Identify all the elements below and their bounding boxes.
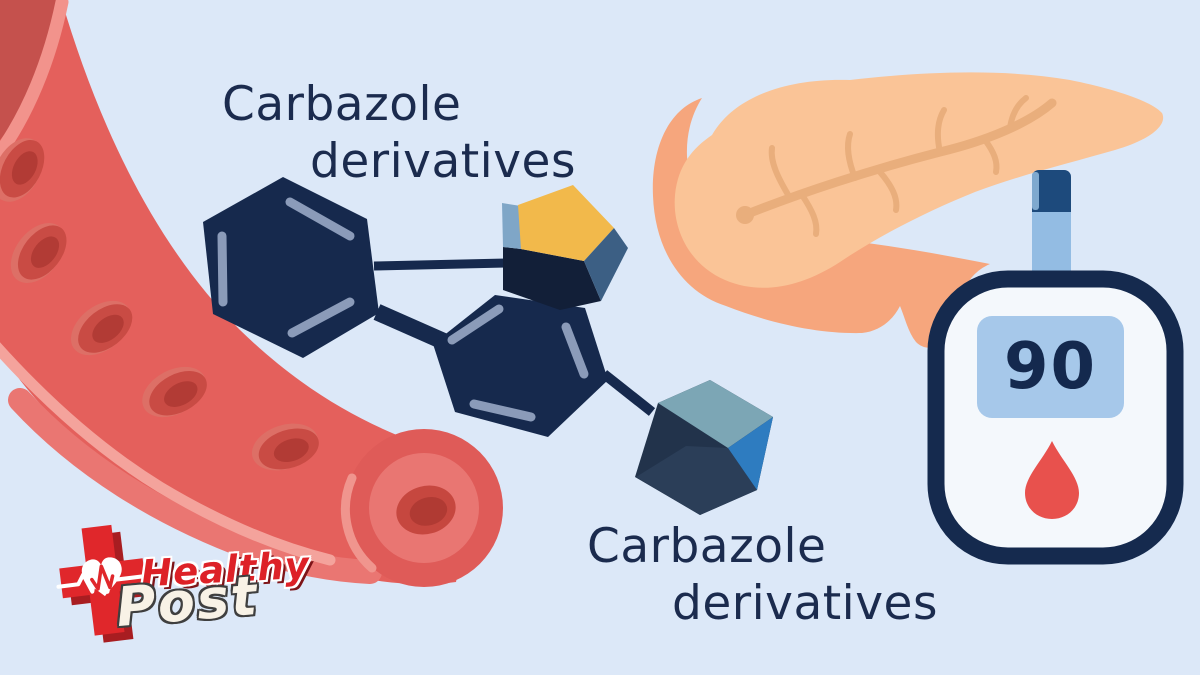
pyrrole-ring-gem (502, 185, 628, 310)
glucose-reading: 90 (1003, 330, 1098, 404)
ecg-line-icon (56, 562, 150, 594)
label-top-line2: derivatives (310, 134, 576, 189)
bond-line (373, 304, 449, 350)
red-blood-cell (251, 423, 319, 471)
center-ring (433, 295, 608, 437)
logo-text-post: Post (113, 563, 262, 640)
vessel-outer-wall (0, 0, 63, 140)
carbazole-molecule-illustration (203, 177, 773, 515)
vessel-cross-section (340, 429, 503, 587)
pancreas-illustration (652, 72, 1164, 348)
bond-line (600, 370, 656, 416)
test-strip (1032, 170, 1071, 290)
faceted-hexagon (635, 380, 773, 515)
glucose-meter-illustration (927, 170, 1184, 565)
healthypost-logo-cross (56, 524, 156, 643)
bond-line (373, 258, 507, 271)
label-bottom-line1: Carbazole (587, 519, 827, 574)
red-blood-cell (142, 366, 207, 418)
label-top-line1: Carbazole (222, 77, 462, 132)
red-blood-cell (10, 222, 67, 284)
label-bottom-line2: derivatives (672, 576, 938, 631)
pancreatic-duct (736, 95, 1057, 237)
label-carbazole-top: Carbazole derivatives (222, 76, 576, 190)
meter-screen (977, 316, 1124, 418)
blood-vessel-illustration (0, 0, 503, 587)
red-blood-cell (70, 300, 133, 356)
benzene-ring (203, 177, 379, 358)
label-carbazole-bottom: Carbazole derivatives (587, 518, 938, 632)
blood-drop-icon (1025, 441, 1079, 519)
red-blood-cell (0, 138, 45, 202)
